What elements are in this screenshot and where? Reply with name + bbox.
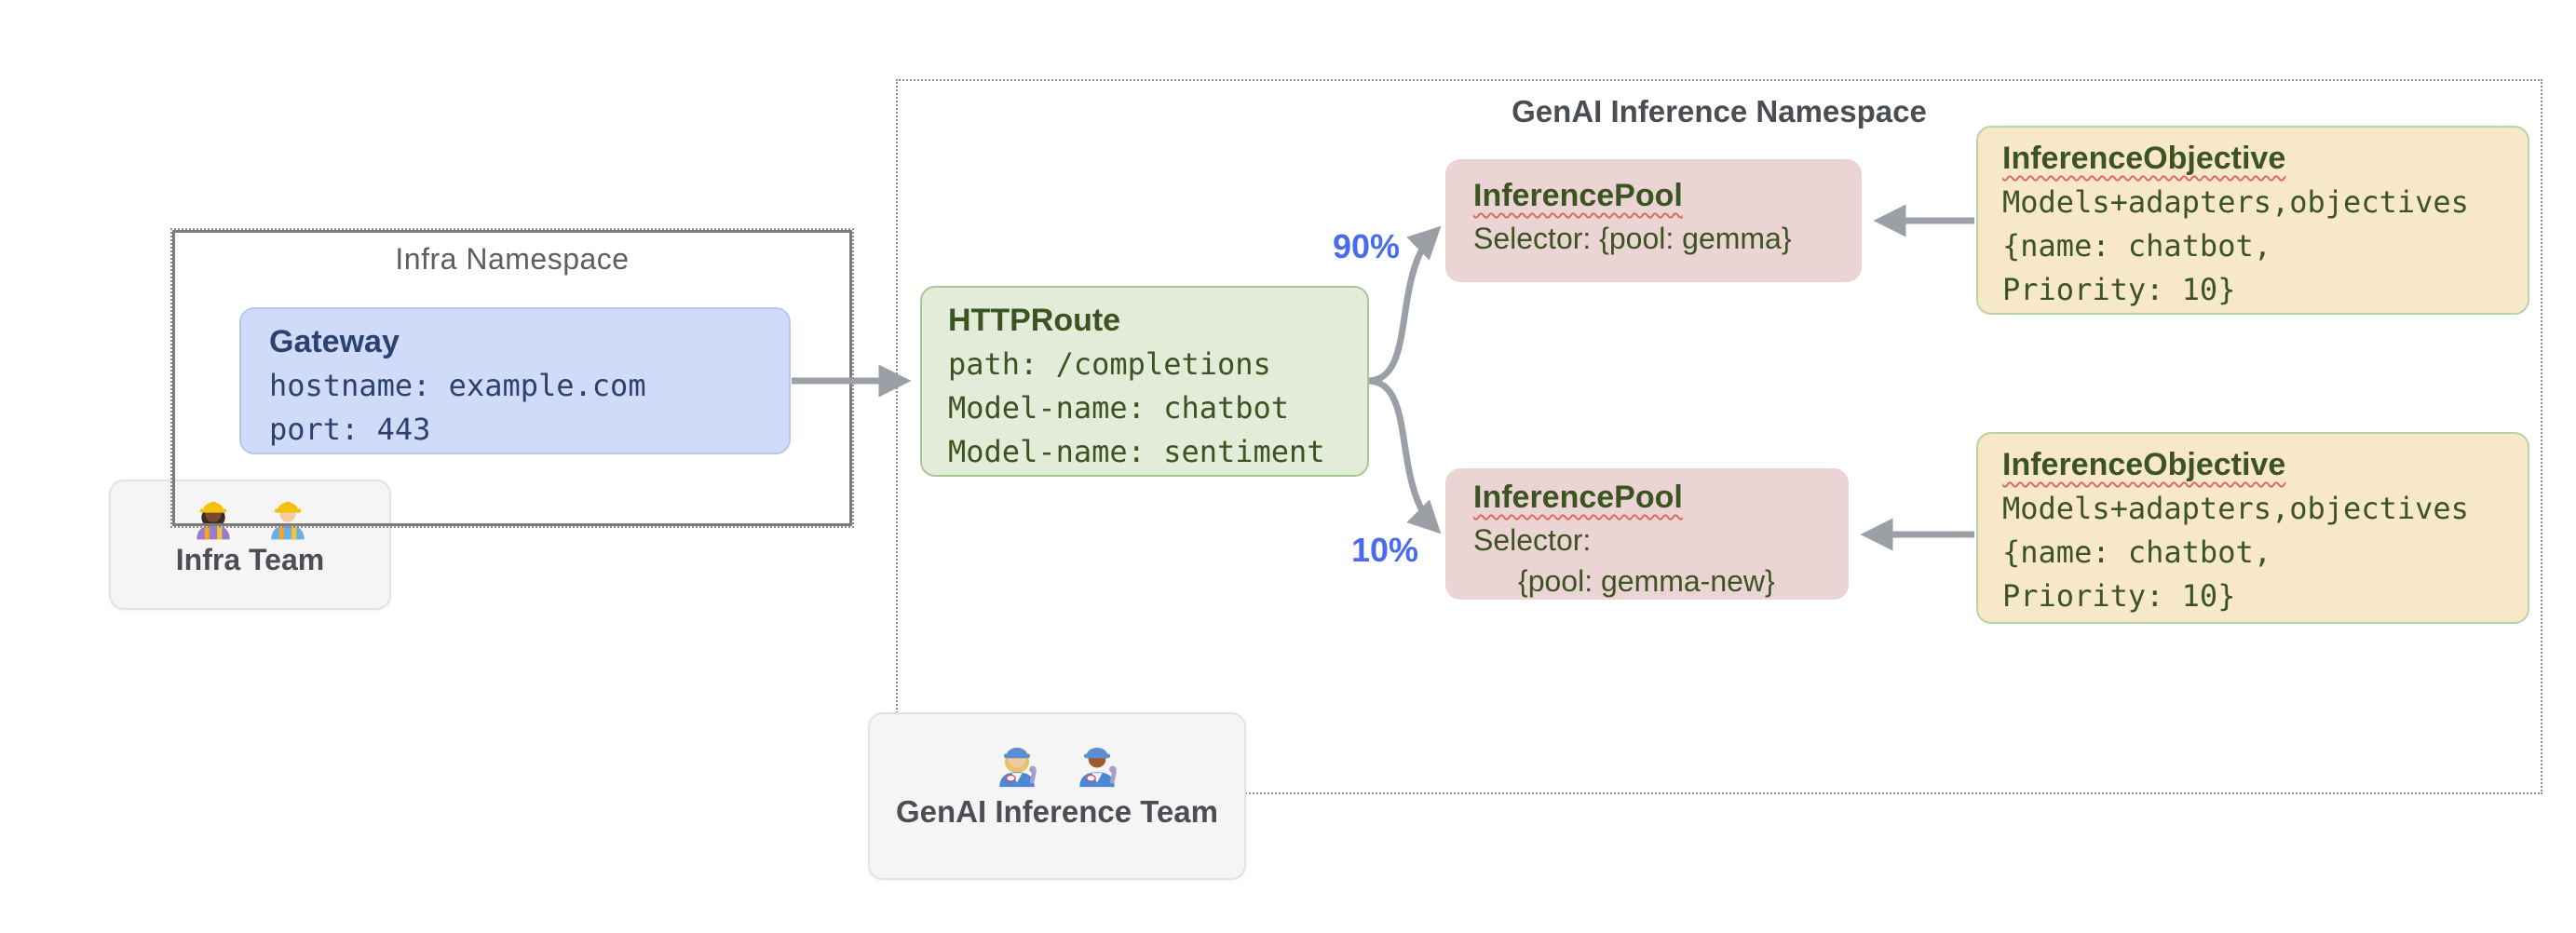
genai-team-icons bbox=[870, 733, 1244, 789]
inference-objective-top-title: InferenceObjective bbox=[2002, 141, 2286, 176]
httproute-path-line: path: /completions bbox=[948, 346, 1271, 382]
objective-top-line-1: Models+adapters,objectives bbox=[2002, 184, 2469, 220]
gateway-port-line: port: 443 bbox=[269, 412, 431, 447]
genai-team-card: GenAI Inference Team bbox=[868, 712, 1246, 880]
objective-bottom-line-2: {name: chatbot, bbox=[2002, 534, 2271, 570]
inference-pool-bottom-selector-value: {pool: gemma-new} bbox=[1518, 564, 1775, 598]
infra-team-icons bbox=[111, 491, 389, 541]
inference-pool-top-selector: Selector: {pool: gemma} bbox=[1473, 222, 1792, 255]
inference-pool-top-card: InferencePool Selector: {pool: gemma} bbox=[1445, 159, 1862, 282]
objective-bottom-line-3: Priority: 10} bbox=[2002, 578, 2236, 614]
inference-pool-bottom-title: InferencePool bbox=[1473, 480, 1683, 515]
man-construction-worker-icon bbox=[270, 501, 305, 540]
inference-objective-bottom-card: InferenceObjective Models+adapters,objec… bbox=[1976, 432, 2529, 624]
genai-namespace-box: GenAI Inference Namespace bbox=[896, 79, 2542, 794]
infra-namespace-title: Infra Namespace bbox=[395, 242, 630, 276]
gateway-title: Gateway bbox=[269, 324, 400, 359]
gateway-card: Gateway hostname: example.com port: 443 bbox=[239, 307, 791, 454]
man-mechanic-icon bbox=[1079, 747, 1117, 788]
genai-team-label: GenAI Inference Team bbox=[895, 794, 1218, 829]
objective-bottom-line-1: Models+adapters,objectives bbox=[2002, 491, 2469, 526]
woman-mechanic-icon bbox=[999, 747, 1037, 788]
httproute-card: HTTPRoute path: /completions Model-name:… bbox=[920, 286, 1369, 477]
httproute-model-line-1: Model-name: chatbot bbox=[948, 390, 1290, 426]
objective-top-line-2: {name: chatbot, bbox=[2002, 228, 2271, 264]
weight-90-label: 90% bbox=[1332, 227, 1401, 265]
inference-objective-top-card: InferenceObjective Models+adapters,objec… bbox=[1976, 126, 2529, 315]
httproute-title: HTTPRoute bbox=[948, 303, 1121, 338]
woman-construction-worker-icon bbox=[196, 501, 230, 540]
weight-10-label: 10% bbox=[1350, 531, 1419, 569]
infra-team-card: Infra Team bbox=[109, 480, 391, 610]
inference-objective-bottom-title: InferenceObjective bbox=[2002, 447, 2286, 482]
infra-team-label: Infra Team bbox=[175, 543, 325, 576]
genai-namespace-title: GenAI Inference Namespace bbox=[1512, 94, 1927, 128]
objective-top-line-3: Priority: 10} bbox=[2002, 272, 2236, 307]
inference-pool-bottom-selector-label: Selector: bbox=[1473, 523, 1592, 557]
inference-pool-top-title: InferencePool bbox=[1473, 178, 1683, 213]
gateway-hostname-line: hostname: example.com bbox=[269, 368, 646, 403]
inference-pool-bottom-card: InferencePool Selector: {pool: gemma-new… bbox=[1445, 468, 1849, 600]
httproute-model-line-2: Model-name: sentiment bbox=[948, 434, 1325, 469]
